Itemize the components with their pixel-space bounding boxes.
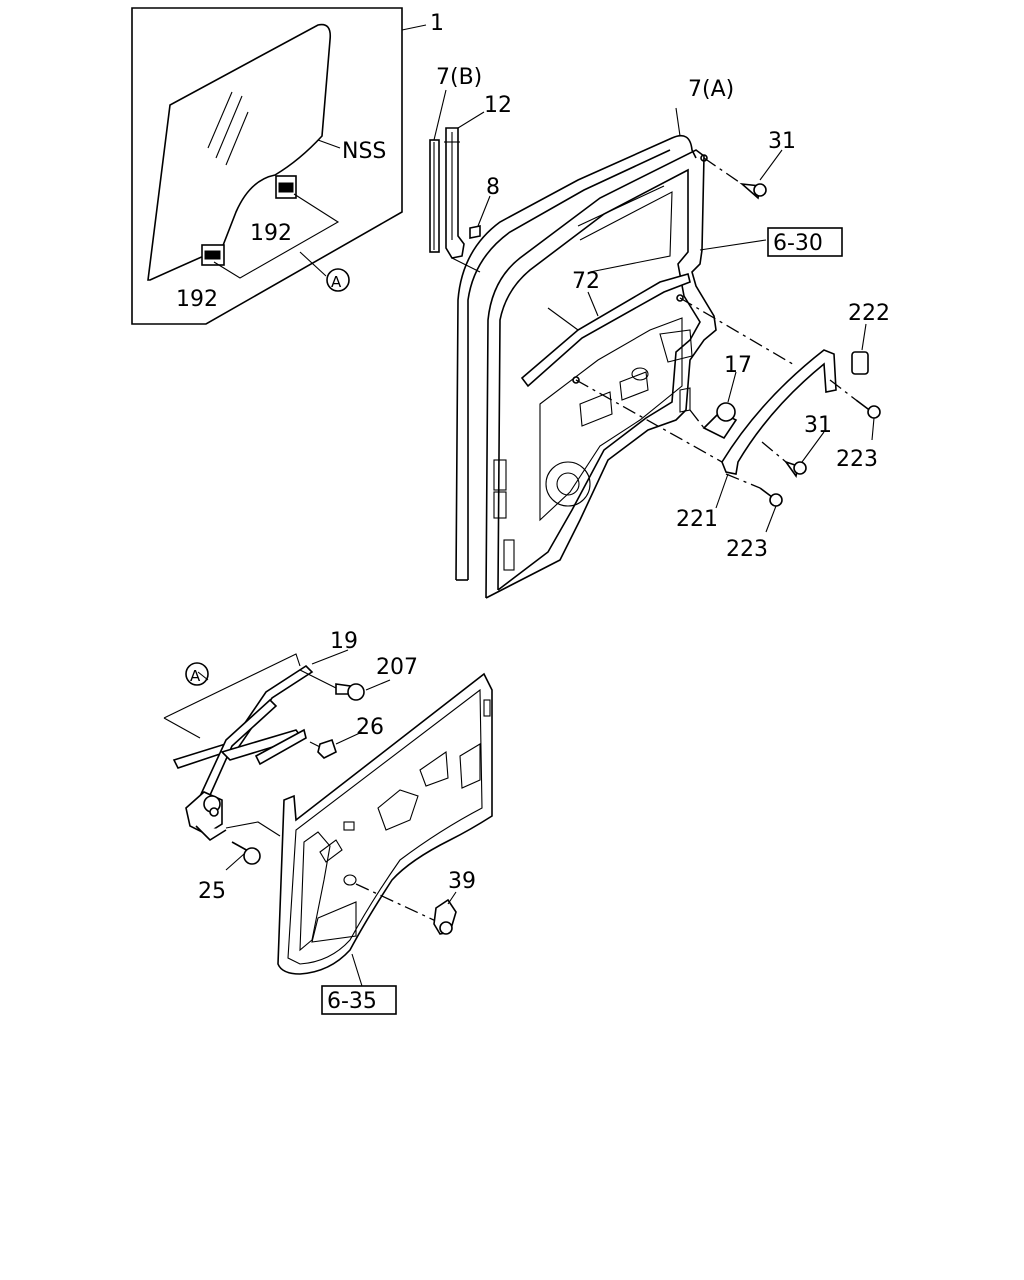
belt-molding-72 bbox=[520, 273, 691, 388]
sash-221 bbox=[721, 349, 837, 475]
label-part-31-upper: 31 bbox=[768, 129, 796, 154]
label-part-222: 222 bbox=[848, 301, 890, 326]
cap-222 bbox=[851, 351, 869, 375]
label-part-19: 19 bbox=[330, 629, 358, 654]
label-nss: NSS bbox=[342, 139, 386, 164]
label-part-192-lower: 192 bbox=[176, 287, 218, 312]
run-channel-group bbox=[429, 89, 491, 273]
label-part-7a: 7(A) bbox=[688, 77, 734, 102]
label-part-17: 17 bbox=[724, 353, 752, 378]
label-ref-6-30: 6-30 bbox=[773, 231, 823, 256]
label-part-72: 72 bbox=[572, 269, 600, 294]
nut-26 bbox=[317, 738, 337, 759]
label-ref-a-top: A bbox=[331, 273, 342, 291]
label-ref-6-35: 6-35 bbox=[327, 989, 377, 1014]
label-part-7b: 7(B) bbox=[436, 65, 482, 90]
window-regulator-group bbox=[163, 649, 391, 871]
label-part-26: 26 bbox=[356, 715, 384, 740]
label-part-12: 12 bbox=[484, 93, 512, 118]
ref-circle-a-bottom bbox=[185, 662, 209, 686]
label-part-25: 25 bbox=[198, 879, 226, 904]
door-trim-group bbox=[277, 672, 493, 987]
label-part-1: 1 bbox=[430, 11, 444, 36]
glass-group bbox=[131, 7, 427, 325]
label-part-223-upper: 223 bbox=[836, 447, 878, 472]
label-part-31-lower: 31 bbox=[804, 413, 832, 438]
label-part-39: 39 bbox=[448, 869, 476, 894]
label-part-192-upper: 192 bbox=[250, 221, 292, 246]
ref-box-6-35 bbox=[321, 985, 397, 1015]
label-part-207: 207 bbox=[376, 655, 418, 680]
label-part-223-lower: 223 bbox=[726, 537, 768, 562]
label-part-221: 221 bbox=[676, 507, 718, 532]
sash-channel-12 bbox=[445, 127, 465, 259]
screw-8 bbox=[469, 225, 481, 239]
door-trim-pad bbox=[277, 672, 493, 975]
weatherstrip-7a bbox=[455, 134, 697, 581]
ref-circle-a-top bbox=[326, 268, 350, 292]
door-inner-panel bbox=[455, 107, 767, 599]
label-ref-a-bottom: A bbox=[190, 667, 201, 685]
ref-box-6-30 bbox=[767, 227, 843, 257]
arm-rest-group bbox=[575, 149, 881, 533]
label-part-8: 8 bbox=[486, 175, 500, 200]
door-glass bbox=[147, 23, 332, 281]
